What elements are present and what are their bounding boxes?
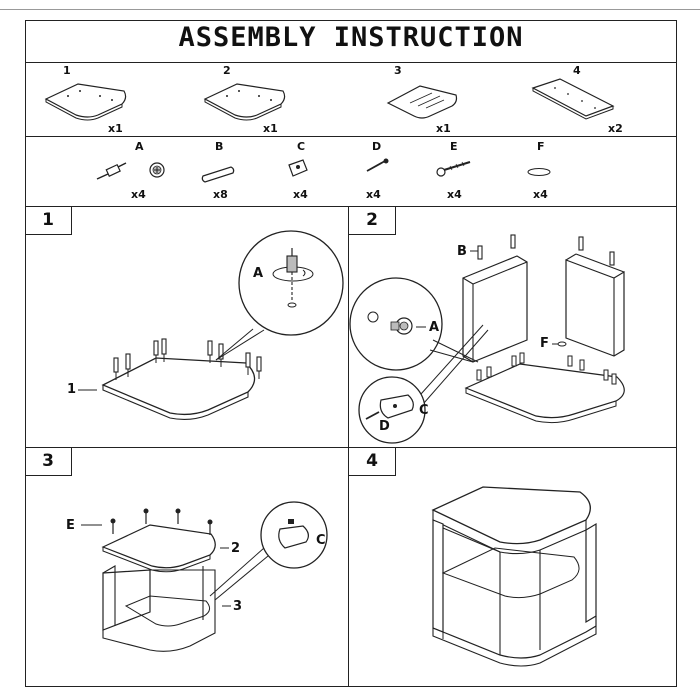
step-1-number: 1 — [25, 207, 72, 235]
hardware-d-letter: D — [372, 140, 382, 153]
hardware-c-letter: C — [297, 140, 306, 153]
panel-2-number: 2 — [223, 64, 231, 77]
steps-vertical-divider — [348, 206, 349, 687]
hardware-e-quantity: x4 — [447, 188, 462, 201]
step-2-callout-c: C — [419, 403, 429, 418]
title-divider — [25, 62, 677, 63]
hardware-c-quantity: x4 — [293, 188, 308, 201]
step-2-callout-d: D — [379, 419, 390, 434]
hardware-e-letter: E — [450, 140, 458, 153]
panels-divider — [25, 136, 677, 137]
hardware-b-quantity: x8 — [213, 188, 228, 201]
panel-3-quantity: x1 — [436, 122, 451, 135]
step-3-callout-3: 3 — [233, 599, 243, 614]
panel-1-number: 1 — [63, 64, 71, 77]
step-1-callout-1: 1 — [67, 382, 77, 397]
step-3-callout-2: 2 — [231, 541, 241, 556]
panel-4-number: 4 — [573, 64, 581, 77]
step-4-number: 4 — [349, 448, 396, 476]
step-3-callout-c: C — [316, 533, 326, 548]
hardware-d-quantity: x4 — [366, 188, 381, 201]
top-rule — [0, 9, 700, 10]
panel-3-number: 3 — [394, 64, 402, 77]
panel-1-quantity: x1 — [108, 122, 123, 135]
step-2-callout-f: F — [540, 336, 549, 351]
step-1-callout-a: A — [253, 266, 264, 281]
hardware-f-quantity: x4 — [533, 188, 548, 201]
hardware-a-quantity: x4 — [131, 188, 146, 201]
hardware-divider — [25, 206, 677, 207]
step-3-number: 3 — [25, 448, 72, 476]
hardware-a-letter: A — [135, 140, 144, 153]
panel-4-quantity: x2 — [608, 122, 623, 135]
step-2-callout-b: B — [457, 244, 467, 259]
panel-2-quantity: x1 — [263, 122, 278, 135]
instruction-sheet — [25, 20, 677, 687]
hardware-f-letter: F — [537, 140, 545, 153]
step-2-number: 2 — [349, 207, 396, 235]
step-2-callout-a: A — [429, 320, 440, 335]
step-3-callout-e: E — [66, 518, 75, 533]
steps-divider — [25, 447, 677, 448]
page-title: ASSEMBLY INSTRUCTION — [178, 22, 524, 53]
hardware-b-letter: B — [215, 140, 224, 153]
